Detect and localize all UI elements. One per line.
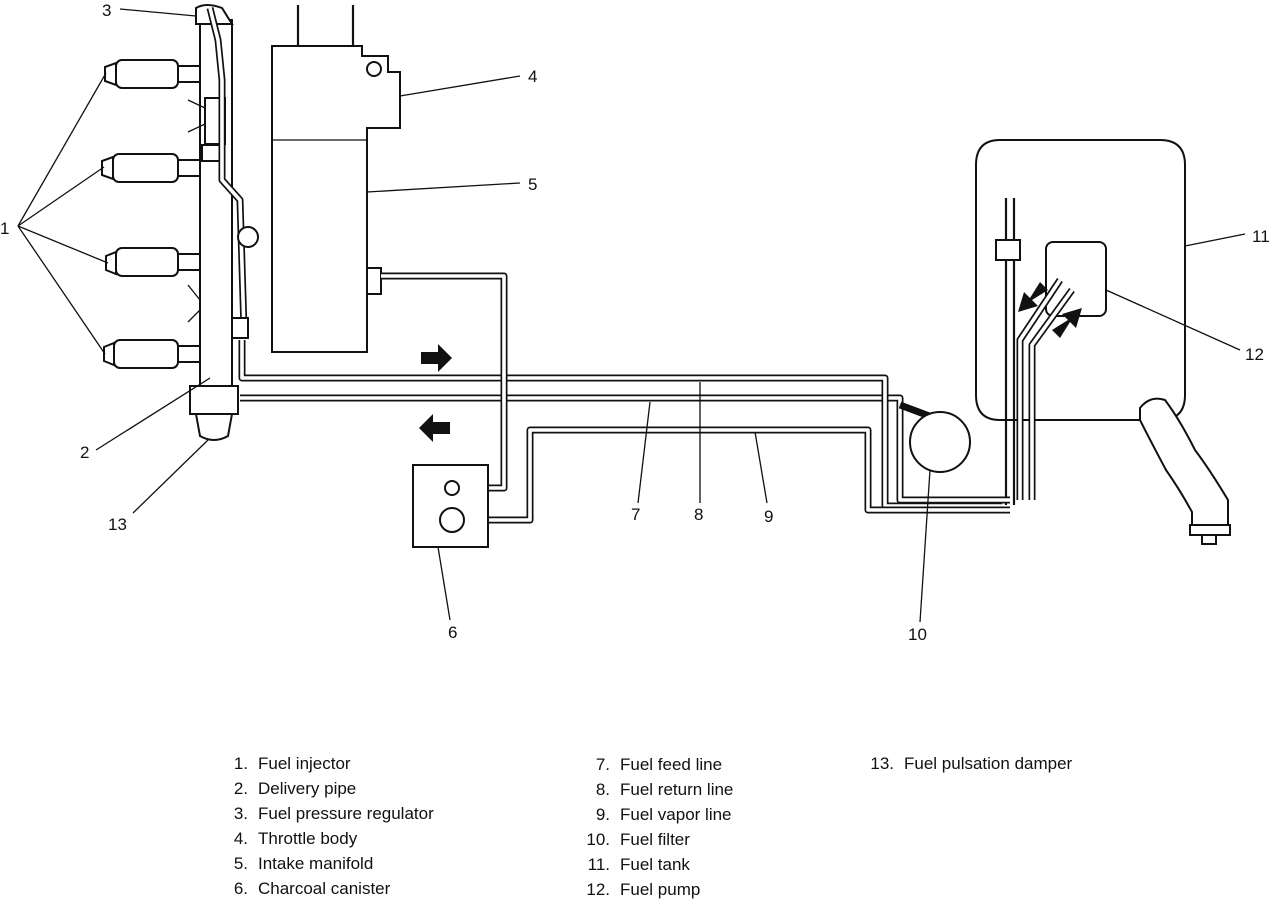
legend-item: 13.Fuel pulsation damper	[870, 754, 1073, 773]
legend-column-2: 7.Fuel feed line 8.Fuel return line 9.Fu…	[580, 752, 733, 902]
line-clamp	[231, 317, 249, 339]
fuel-filter	[909, 411, 971, 473]
legend-item: 7.Fuel feed line	[595, 755, 723, 774]
legend-item: 10.Fuel filter	[586, 830, 690, 849]
callout-13: 13	[108, 515, 127, 534]
callout-3: 3	[102, 1, 111, 20]
tank-sender	[995, 198, 1021, 505]
legend-item: 8.Fuel return line	[595, 780, 734, 799]
legend-item: 9.Fuel vapor line	[595, 805, 732, 824]
flow-arrow-right	[421, 344, 452, 372]
callout-8: 8	[694, 505, 703, 524]
callout-2: 2	[80, 443, 89, 462]
legend-item: 4.Throttle body	[233, 829, 358, 848]
legend-item: 3.Fuel pressure regulator	[233, 804, 434, 823]
callout-9: 9	[764, 507, 773, 526]
intake-manifold	[271, 5, 401, 353]
legend-column-3: 13.Fuel pulsation damper	[864, 751, 1072, 776]
fuel-pump	[1045, 241, 1107, 317]
legend-item: 5.Intake manifold	[233, 854, 374, 873]
legend-column-1: 1.Fuel injector 2.Delivery pipe 3.Fuel p…	[218, 751, 434, 901]
legend-item: 11.Fuel tank	[587, 855, 690, 874]
callout-numbers: 1 2 3 4 5 6 7 8 9 10 11 12 13	[0, 1, 1270, 644]
callout-1: 1	[0, 219, 9, 238]
charcoal-canister	[412, 464, 489, 548]
callout-7: 7	[631, 505, 640, 524]
callout-6: 6	[448, 623, 457, 642]
fuel-system-diagram: 1 2 3 4 5 6 7 8 9 10 11 12 13	[0, 1, 1270, 644]
regulator-fitting	[237, 226, 259, 248]
flow-arrow-down	[1018, 282, 1048, 312]
flow-arrow-left	[419, 414, 450, 442]
legend-item: 1.Fuel injector	[233, 754, 351, 773]
callout-10: 10	[908, 625, 927, 644]
legend-item: 2.Delivery pipe	[233, 779, 357, 798]
legend-item: 6.Charcoal canister	[233, 879, 391, 898]
callout-11: 11	[1252, 227, 1270, 246]
flow-arrow-up	[1052, 308, 1082, 338]
fuel-injectors	[101, 59, 201, 369]
callout-5: 5	[528, 175, 537, 194]
legend-item: 12.Fuel pump	[586, 880, 701, 899]
callout-4: 4	[528, 67, 537, 86]
callout-12: 12	[1245, 345, 1264, 364]
leader-lines	[17, 8, 1246, 623]
